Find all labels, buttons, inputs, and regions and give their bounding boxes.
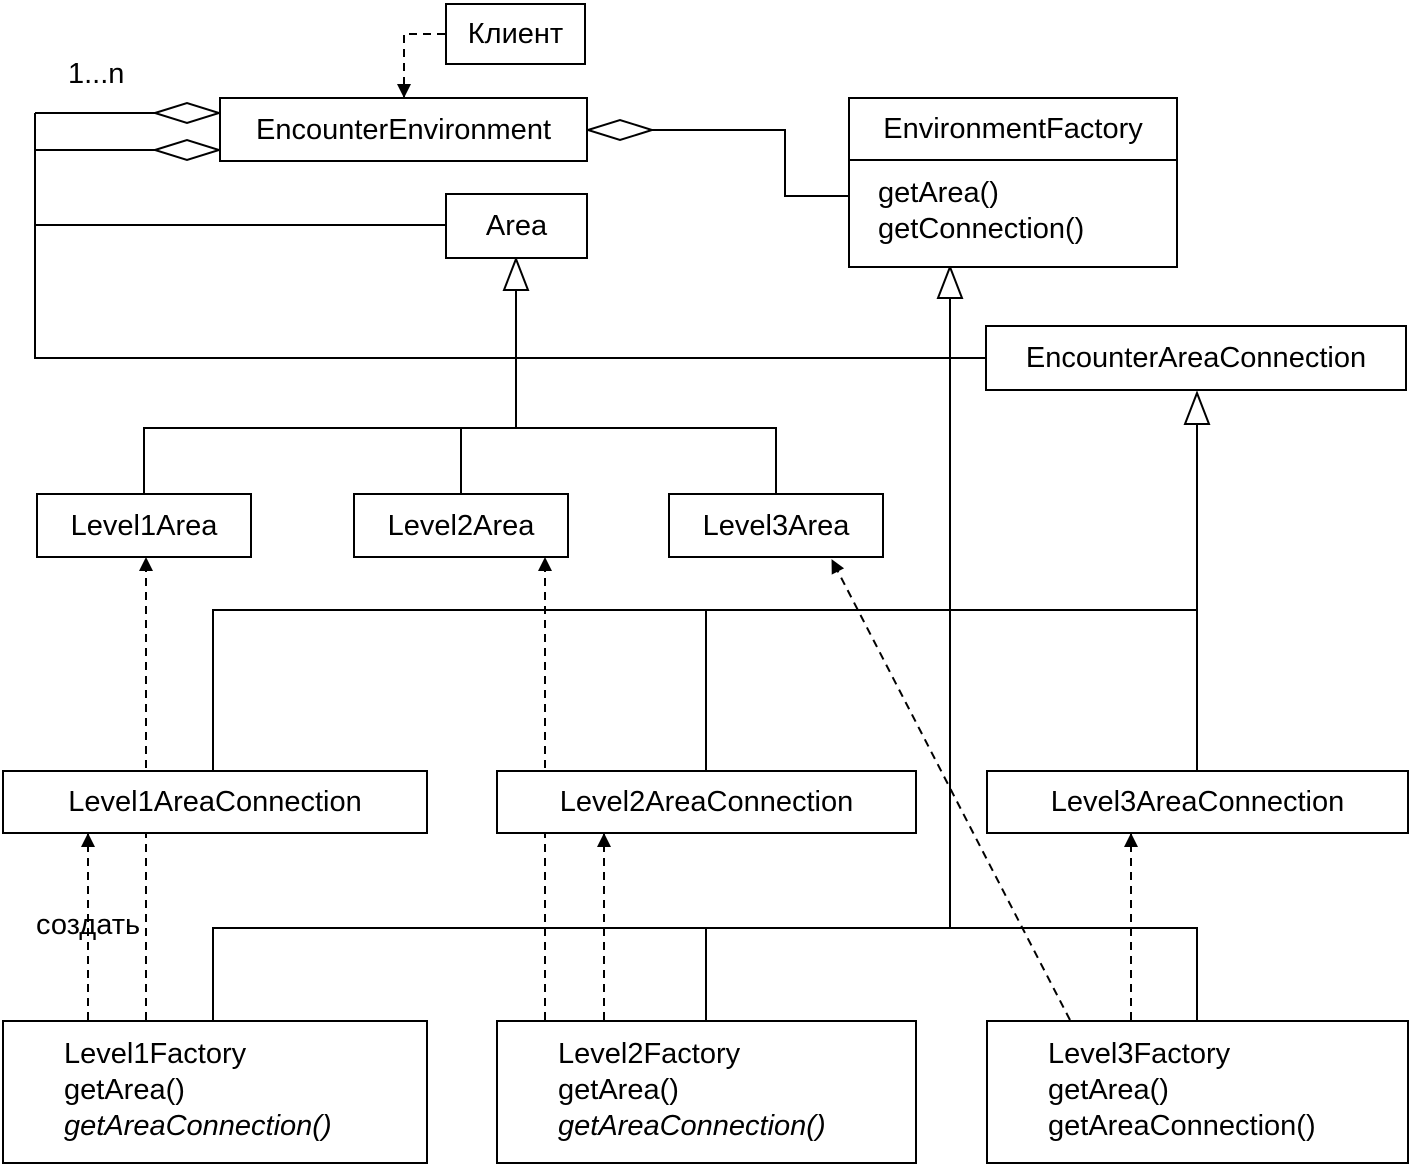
level1-area-class: Level1Area	[36, 493, 252, 558]
operation-get-area: getArea()	[878, 177, 999, 209]
level2-area-class: Level2Area	[353, 493, 569, 558]
area-generalization-triangle	[502, 256, 530, 291]
encounter-area-connection-class: EncounterAreaConnection	[985, 325, 1407, 391]
aggregation-line-upper	[34, 113, 155, 151]
assoc-line-factory	[652, 129, 848, 197]
level3-area-connection-class: Level3AreaConnection	[986, 770, 1409, 834]
level3-factory-name: Level3Factory	[1048, 1038, 1231, 1070]
level2-factory-class: Level2Factory getArea() getAreaConnectio…	[496, 1020, 917, 1164]
connection-generalization-triangle	[1183, 390, 1211, 425]
level2-factory-name: Level2Factory	[558, 1038, 741, 1070]
level2-factory-get-area: getArea()	[558, 1074, 679, 1106]
level2-area-connection-class: Level2AreaConnection	[496, 770, 917, 834]
client-dependency	[397, 33, 445, 98]
assoc-line-connection	[34, 225, 985, 359]
create-label: создать	[36, 909, 141, 941]
level3-factory-get-area: getArea()	[1048, 1074, 1169, 1106]
connection-generalization-bus	[212, 609, 1197, 770]
area-class: Area	[445, 193, 588, 259]
client-class: Клиент	[445, 3, 586, 65]
level1-factory-get-area: getArea()	[64, 1074, 185, 1106]
aggregation-diamond-lower	[151, 138, 223, 162]
level1-area-connection-class: Level1AreaConnection	[2, 770, 428, 834]
level3-factory-get-area-connection: getAreaConnection()	[1048, 1110, 1316, 1142]
level1-factory-name: Level1Factory	[64, 1038, 247, 1070]
level1-factory-get-area-connection: getAreaConnection()	[64, 1110, 332, 1142]
operation-get-connection: getConnection()	[878, 213, 1085, 245]
factory-generalization-triangle	[936, 264, 964, 299]
encounter-environment-class: EncounterEnvironment	[219, 97, 588, 162]
level3-area-class: Level3Area	[668, 493, 884, 558]
level1-factory-class: Level1Factory getArea() getAreaConnectio…	[2, 1020, 428, 1164]
aggregation-diamond-upper	[151, 101, 223, 125]
multiplicity-label: 1...n	[68, 58, 125, 90]
environment-factory-name: EnvironmentFactory	[850, 99, 1176, 161]
level2-factory-get-area-connection: getAreaConnection()	[558, 1110, 826, 1142]
dep-f3-area	[831, 559, 1071, 1021]
environment-factory-class: EnvironmentFactory getArea() getConnecti…	[848, 97, 1178, 268]
level3-factory-class: Level3Factory getArea() getAreaConnectio…	[986, 1020, 1409, 1164]
aggregation-diamond-factory	[584, 118, 656, 142]
environment-factory-operations: getArea() getConnection()	[878, 175, 1084, 247]
